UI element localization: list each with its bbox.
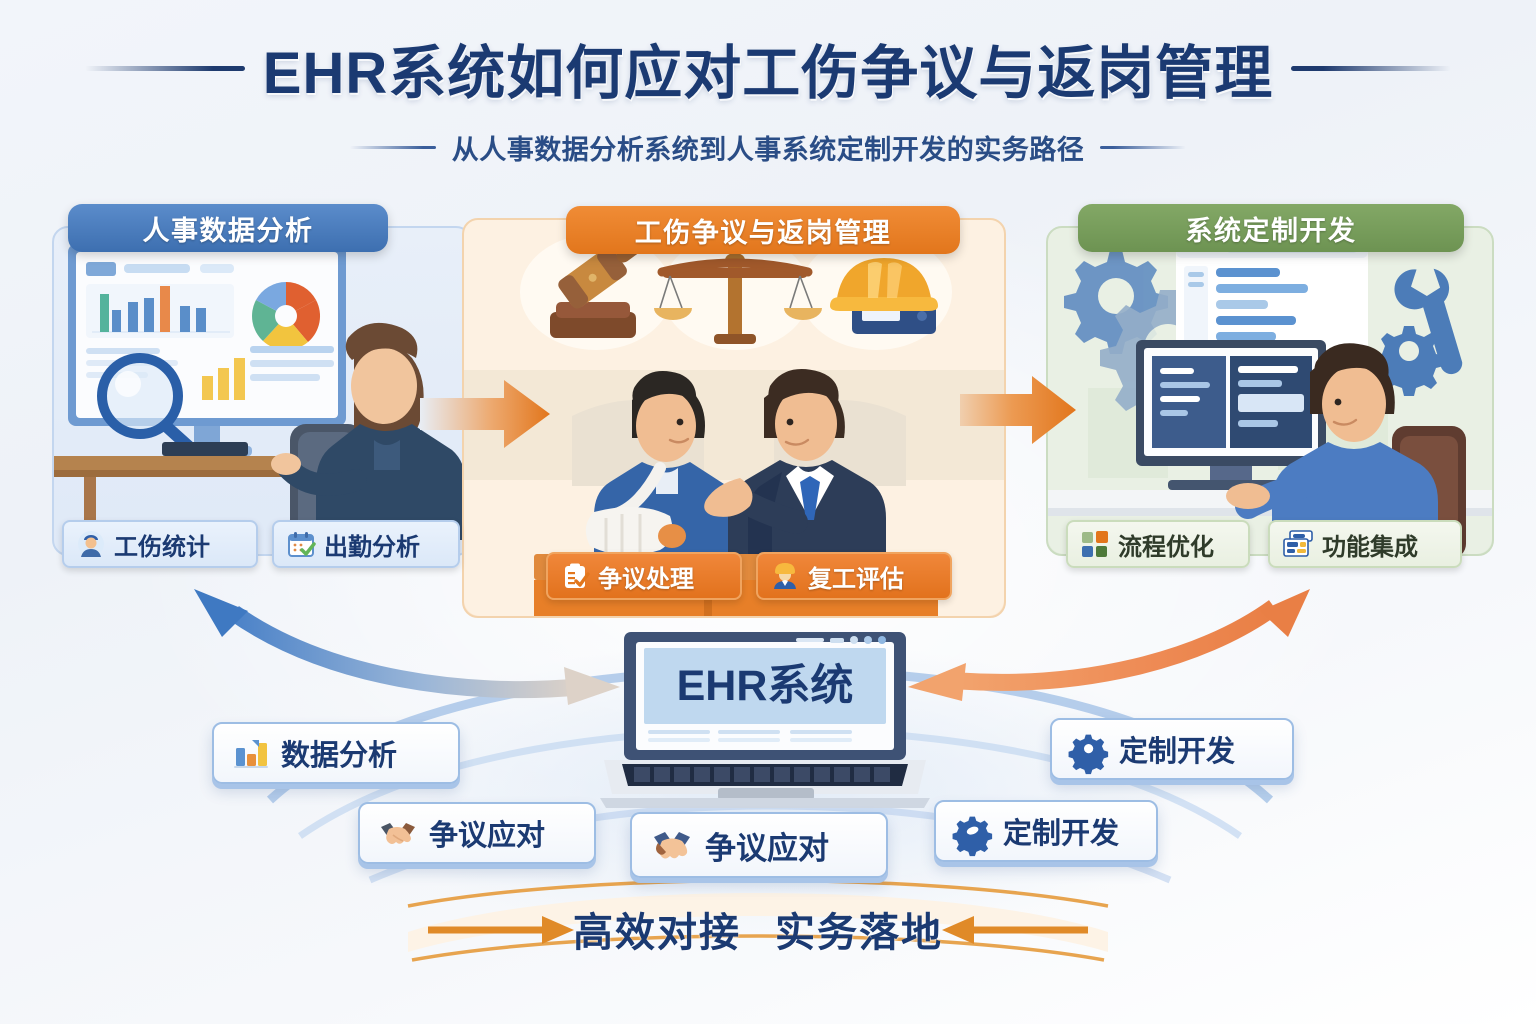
safety-helmet-icon xyxy=(830,258,938,334)
page-subtitle: 从人事数据分析系统到人事系统定制开发的实务路径 xyxy=(451,135,1085,165)
footer-ribbon: 高效对接 实务落地 xyxy=(407,878,1109,972)
pill-custom-development-lower[interactable]: 定制开发 xyxy=(934,800,1158,862)
bar-chart-icon xyxy=(234,738,268,768)
title-rule-left xyxy=(84,65,245,71)
panel-system-custom-development[interactable] xyxy=(1046,226,1494,556)
arrow-left-to-middle xyxy=(418,372,554,456)
hr-manager-figure xyxy=(704,369,886,570)
subtitle-rule-right xyxy=(1100,146,1187,149)
gear-icon xyxy=(1068,732,1109,775)
analyst-at-dashboard-monitor-illustration xyxy=(54,244,466,540)
badge-label: 复工评估 xyxy=(808,565,904,593)
gear-icon xyxy=(952,814,993,857)
pill-data-analysis[interactable]: 数据分析 xyxy=(212,722,460,784)
badge-label: 工伤统计 xyxy=(114,533,210,561)
footer-text: 高效对接 实务落地 xyxy=(408,886,1108,972)
footer-text-left: 高效对接 xyxy=(573,911,741,955)
helmet-worker-icon xyxy=(771,562,799,590)
badge-feature-integration[interactable]: 功能集成 xyxy=(1268,520,1462,568)
footer-ribbon-shape xyxy=(407,878,1109,962)
calendar-check-icon xyxy=(287,530,316,558)
subtitle-row: 从人事数据分析系统到人事系统定制开发的实务路径 xyxy=(0,128,1536,167)
scales-of-justice-icon xyxy=(654,253,822,344)
panel-middle-heading: 工伤争议与返岗管理 xyxy=(566,206,960,254)
pill-label: 定制开发 xyxy=(1003,818,1120,850)
ehr-system-laptop[interactable]: EHR系统 xyxy=(600,630,930,810)
worker-avatar-icon xyxy=(77,530,105,558)
title-rule-right xyxy=(1291,65,1452,71)
layout-modules-icon xyxy=(1283,530,1313,558)
page-title: EHR系统如何应对工伤争议与返岗管理 xyxy=(262,41,1274,106)
badge-return-to-work-assessment[interactable]: 复工评估 xyxy=(756,552,952,600)
footer-text-right: 实务落地 xyxy=(775,911,943,955)
panel-left-heading: 人事数据分析 xyxy=(68,204,388,252)
title-row: EHR系统如何应对工伤争议与返岗管理 xyxy=(0,26,1536,110)
panel-right-illustration xyxy=(1048,228,1492,554)
badge-attendance-analysis[interactable]: 出勤分析 xyxy=(272,520,460,568)
footer-arrow-right-icon xyxy=(942,916,1088,944)
badge-injury-statistics[interactable]: 工伤统计 xyxy=(62,520,258,568)
developer-at-computer-illustration xyxy=(1048,228,1492,554)
header: EHR系统如何应对工伤争议与返岗管理 从人事数据分析系统到人事系统定制开发的实务… xyxy=(0,26,1536,167)
panel-hr-data-analysis[interactable] xyxy=(52,226,472,556)
pill-label: 争议应对 xyxy=(429,820,546,852)
badge-label: 流程优化 xyxy=(1118,533,1214,561)
blocks-icon xyxy=(1081,530,1109,558)
arrow-curved-right-bidirectional xyxy=(900,575,1330,715)
badge-label: 出勤分析 xyxy=(324,533,420,561)
badge-label: 功能集成 xyxy=(1322,533,1418,561)
badge-dispute-handling[interactable]: 争议处理 xyxy=(546,552,742,600)
pill-dispute-response-center[interactable]: 争议应对 xyxy=(630,812,888,878)
panel-right-heading: 系统定制开发 xyxy=(1078,204,1464,252)
clipboard-check-icon xyxy=(561,562,590,590)
arrow-curved-left-bidirectional xyxy=(178,575,628,715)
pill-label: 数据分析 xyxy=(281,740,398,772)
badge-label: 争议处理 xyxy=(598,565,694,593)
injured-worker-figure xyxy=(585,371,738,570)
laptop-screen-label: EHR系统 xyxy=(677,662,854,710)
badge-process-optimization[interactable]: 流程优化 xyxy=(1066,520,1250,568)
wrench-icon xyxy=(1374,268,1463,396)
subtitle-rule-left xyxy=(349,146,436,149)
handshake-icon xyxy=(652,829,692,861)
pill-label: 定制开发 xyxy=(1119,736,1236,768)
footer-arrow-left-icon xyxy=(428,916,574,944)
arrow-middle-to-right xyxy=(958,368,1078,452)
handshake-icon xyxy=(380,819,416,847)
pill-custom-development-upper[interactable]: 定制开发 xyxy=(1050,718,1294,780)
laptop-icon: EHR系统 xyxy=(600,632,930,808)
pill-dispute-response-left[interactable]: 争议应对 xyxy=(358,802,596,864)
pill-label: 争议应对 xyxy=(705,830,829,866)
panel-left-illustration xyxy=(54,228,470,554)
